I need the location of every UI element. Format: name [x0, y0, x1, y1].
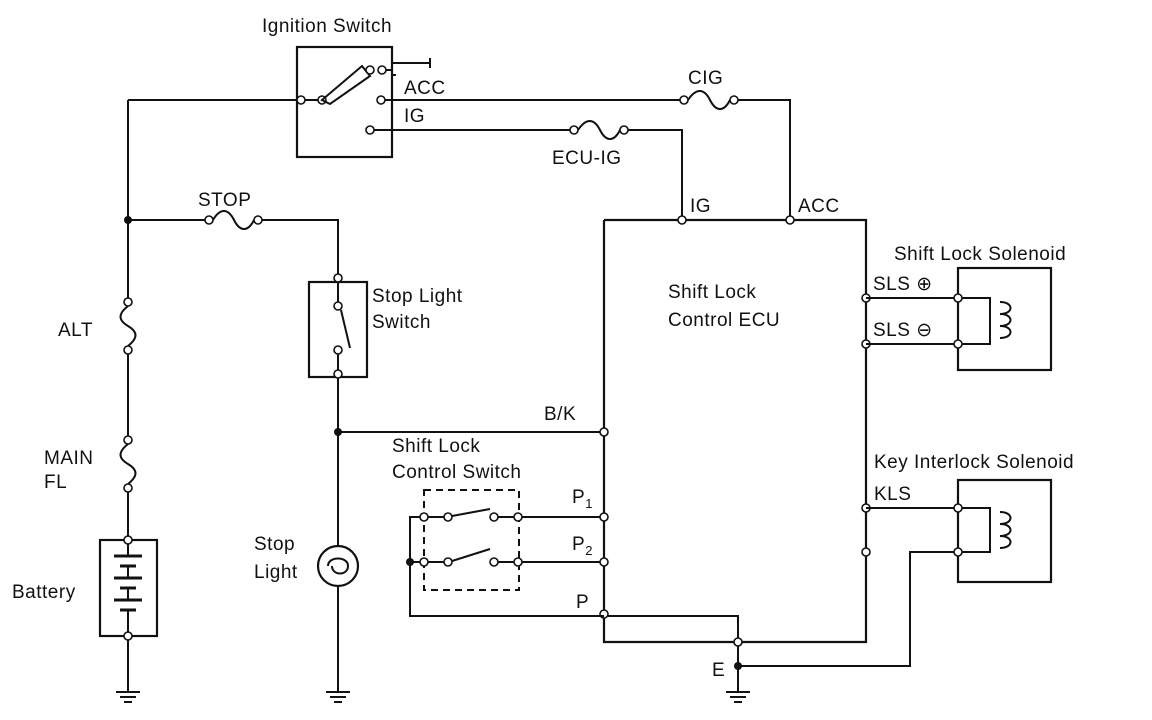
stop-label: STOP [198, 190, 251, 211]
ecu-label-line1: Shift Lock [668, 282, 756, 303]
main-label: MAIN [44, 448, 94, 469]
ground-symbol [726, 691, 750, 703]
sls-minus-label: SLS ⊖ [873, 320, 933, 341]
bk-label: B/K [544, 404, 576, 425]
kls-label: KLS [874, 484, 911, 505]
fl-label: FL [44, 472, 67, 493]
key-interlock-solenoid-label: Key Interlock Solenoid [874, 452, 1074, 473]
stop-light-label-line2: Light [254, 562, 298, 583]
shift-lock-solenoid-label: Shift Lock Solenoid [894, 244, 1066, 265]
ground-symbol [326, 691, 350, 703]
ecu-acc-terminal [785, 215, 795, 225]
ecu-box [602, 218, 868, 644]
ignition-switch [128, 45, 431, 159]
stop-light-switch-label-line1: Stop Light [372, 286, 463, 307]
stop-light-switch-label-line2: Switch [372, 312, 431, 333]
ground-symbol [116, 691, 140, 703]
shift-lock-solenoid [953, 266, 1053, 372]
p1-label: P1 [572, 487, 593, 511]
stop-light-switch-blade [340, 309, 351, 349]
shift-lock-solenoid-box [956, 266, 1053, 372]
cig-fuse [679, 90, 739, 110]
ignition-switch-label: Ignition Switch [262, 16, 392, 37]
stop-light-label-line1: Stop [254, 534, 295, 555]
key-interlock-solenoid [953, 478, 1053, 584]
stop-fuse [204, 210, 263, 230]
ecu-label-line2: Control ECU [668, 310, 780, 331]
ig-label: IG [404, 106, 425, 127]
e-label: E [712, 660, 725, 681]
solenoid-coil [999, 301, 1012, 339]
junction-dot [734, 662, 742, 670]
control-switch-box [423, 489, 520, 591]
key-interlock-solenoid-box [956, 478, 1053, 584]
ecu-ig-fuse [569, 120, 629, 140]
ecu-ig-label: ECU-IG [552, 148, 622, 169]
ignition-switch-blade [320, 64, 372, 106]
p2-switch-blade [451, 548, 491, 562]
cig-label: CIG [688, 68, 723, 89]
control-switch-label-line2: Control Switch [392, 462, 522, 483]
ecu-acc-terminal-label: ACC [798, 196, 840, 217]
battery [98, 535, 159, 641]
p2-label: P2 [572, 534, 593, 558]
solenoid-coil [999, 511, 1012, 549]
ecu-ig-terminal [677, 215, 687, 225]
alt-fuse [119, 297, 137, 355]
acc-label: ACC [404, 78, 446, 99]
p-label: P [576, 592, 589, 613]
main-fl-fuse [119, 435, 137, 493]
alt-label: ALT [58, 320, 93, 341]
p1-switch-blade [451, 508, 491, 517]
shift-lock-control-switch [406, 489, 604, 617]
sls-plus-label: SLS ⊕ [873, 274, 933, 295]
ecu-ig-terminal-label: IG [690, 196, 711, 217]
control-switch-label-line1: Shift Lock [392, 436, 480, 457]
stop-light-switch [307, 273, 369, 379]
battery-label: Battery [12, 582, 76, 603]
shift-lock-control-ecu [599, 215, 871, 644]
stop-light-bulb [316, 544, 360, 588]
